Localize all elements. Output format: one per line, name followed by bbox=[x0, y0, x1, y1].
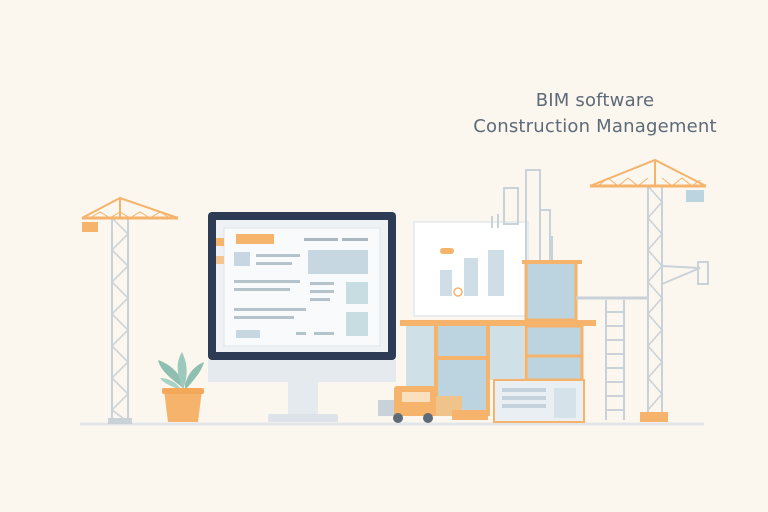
truck-icon bbox=[378, 386, 488, 423]
caption-subtitle: Construction Management bbox=[473, 116, 717, 137]
caption-block: BIM software Construction Management bbox=[440, 88, 750, 140]
left-crane-icon bbox=[81, 196, 179, 424]
right-crane-icon bbox=[576, 158, 709, 422]
bar-chart-icon bbox=[413, 221, 529, 317]
monitor-icon bbox=[208, 212, 396, 422]
building-under-construction-icon bbox=[400, 169, 596, 423]
potted-plant-icon bbox=[158, 352, 204, 422]
caption-title: BIM software bbox=[535, 90, 655, 111]
